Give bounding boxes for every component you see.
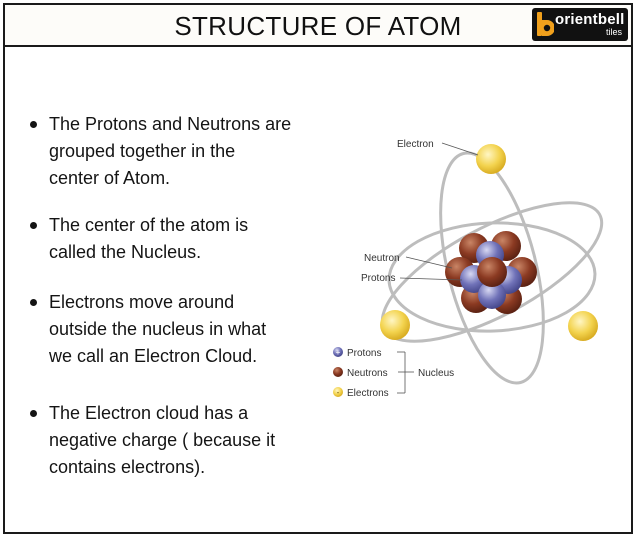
bullet-text: Electrons move around outside the nucleu… — [49, 292, 267, 366]
legend-electron-sign: - — [337, 388, 340, 397]
legend-neutron-icon — [333, 367, 343, 377]
neutron-particle — [477, 257, 507, 287]
leader-lines — [397, 142, 479, 394]
logo-b-icon — [537, 12, 554, 36]
legend-proton-sign: + — [336, 348, 341, 357]
electron-particle — [380, 310, 410, 340]
electron-label: Electron — [397, 139, 434, 150]
bullet-text: The center of the atom is called the Nuc… — [49, 215, 249, 262]
proton-particle — [478, 281, 506, 309]
bullet-dot-icon — [30, 299, 37, 306]
electron-particle — [568, 311, 598, 341]
protons-label: Protons — [361, 273, 395, 284]
legend-nucleus-label: Nucleus — [418, 368, 454, 379]
nucleus — [445, 231, 537, 314]
bullet-item: The Protons and Neutrons are grouped tog… — [30, 111, 330, 192]
legend-neutrons-label: Neutrons — [347, 368, 388, 379]
legend-proton-icon — [333, 347, 343, 357]
bullet-item: The Electron cloud has a negative charge… — [30, 400, 330, 481]
page-title: STRUCTURE OF ATOM — [174, 11, 462, 41]
electron-particle — [476, 144, 506, 174]
logo-subtext: tiles — [605, 27, 622, 37]
legend-electrons-label: Electrons — [347, 388, 389, 399]
logo-text: orientbell — [555, 11, 625, 28]
bullet-text: The Electron cloud has a negative charge… — [49, 403, 276, 477]
electrons — [380, 144, 598, 341]
title-bar: STRUCTURE OF ATOM orientbell tiles — [5, 5, 631, 47]
legend-electron-icon — [333, 387, 343, 397]
legend-protons-label: Protons — [347, 348, 381, 359]
brand-logo: orientbell tiles — [532, 8, 628, 41]
neutron-label: Neutron — [364, 253, 400, 264]
bullet-dot-icon — [30, 121, 37, 128]
bullet-item: Electrons move around outside the nucleu… — [30, 289, 330, 370]
bullet-item: The center of the atom is called the Nuc… — [30, 212, 330, 266]
bullet-dot-icon — [30, 222, 37, 229]
bullet-text: The Protons and Neutrons are grouped tog… — [49, 114, 292, 188]
bullet-dot-icon — [30, 410, 37, 417]
legend: + Protons Neutrons - Electrons Nucleus — [333, 347, 454, 399]
